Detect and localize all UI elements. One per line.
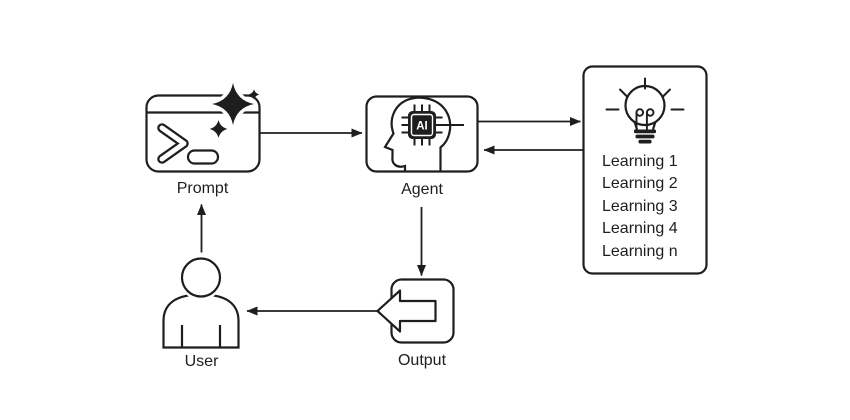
person-icon [162,255,240,349]
bulb-filament [635,108,655,130]
agent-box [365,95,479,173]
ai-chip-label: AI [416,121,428,133]
learning-item: Learning n [602,242,678,260]
sparkle-icon [208,82,260,140]
agent-label: Agent [401,181,443,198]
terminal-sparkle-icon [145,82,261,173]
learning-box [582,65,708,275]
prompt-label: Prompt [176,180,229,197]
head-ai-chip-icon: AI [365,95,479,173]
ai-chip-inner-frame [410,113,434,137]
head-profile [383,96,452,172]
terminal-chevron-inner [159,125,187,162]
terminal-cursor-pill [186,149,220,165]
learning-list: Learning 1 Learning 2 Learning 3 Learnin… [602,151,678,263]
bulb-rays [605,77,685,111]
person-body [162,293,240,349]
output-label: Output [397,352,447,369]
output-left-arrow [376,289,437,333]
ai-chip [408,111,436,139]
person-head [180,257,222,298]
learning-item: Learning 1 [602,153,678,170]
arrow-left-box-icon [376,278,455,344]
lightbulb-icon [605,77,685,144]
learning-item: Learning 2 [602,175,678,193]
learning-box-border [582,65,708,275]
user-label: User [184,353,219,370]
learning-item: Learning 3 [602,197,678,215]
chip-pins [401,104,464,146]
prompt-box [145,94,261,173]
learning-item: Learning 4 [602,220,678,238]
